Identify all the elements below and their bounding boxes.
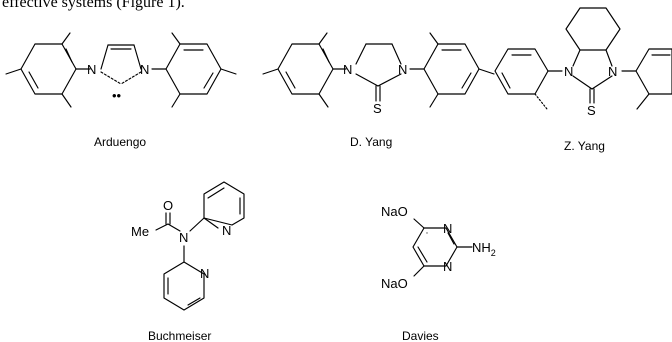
atom-n: N xyxy=(398,62,407,77)
atom-nh2: NH2 xyxy=(472,240,496,258)
atom-me: Me xyxy=(131,224,149,239)
structure-z-yang: N N S xyxy=(494,7,672,118)
caption-davies: Davies xyxy=(402,329,439,342)
atom-n: N xyxy=(564,64,573,79)
caption-d-yang: D. Yang xyxy=(350,135,392,149)
atom-s: S xyxy=(587,103,596,118)
atom-n: N xyxy=(343,62,352,77)
caption-arduengo: Arduengo xyxy=(94,135,146,149)
atom-n: N xyxy=(443,221,452,236)
atom-n: N xyxy=(443,259,452,274)
atom-o: O xyxy=(163,198,173,213)
caption-z-yang: Z. Yang xyxy=(564,139,605,153)
atom-n: N xyxy=(140,62,149,77)
atom-n: N xyxy=(608,64,617,79)
structure-buchmeiser: O Me N N N xyxy=(131,181,245,311)
structure-d-yang: N S N xyxy=(262,32,495,116)
structure-davies: NaO N N NH2 NaO xyxy=(381,204,496,291)
atom-s: S xyxy=(373,101,382,116)
atom-n: N xyxy=(179,230,188,245)
atom-nao: NaO xyxy=(381,276,408,291)
caption-buchmeiser: Buchmeiser xyxy=(148,329,211,342)
atom-n: N xyxy=(87,62,96,77)
intro-text: effective systems (Figure 1). xyxy=(2,0,185,11)
carbene-dots: •• xyxy=(112,88,122,103)
atom-n: N xyxy=(200,266,209,281)
atom-n: N xyxy=(222,223,231,238)
atom-nao: NaO xyxy=(381,204,408,219)
structure-arduengo: N N •• xyxy=(5,32,237,108)
